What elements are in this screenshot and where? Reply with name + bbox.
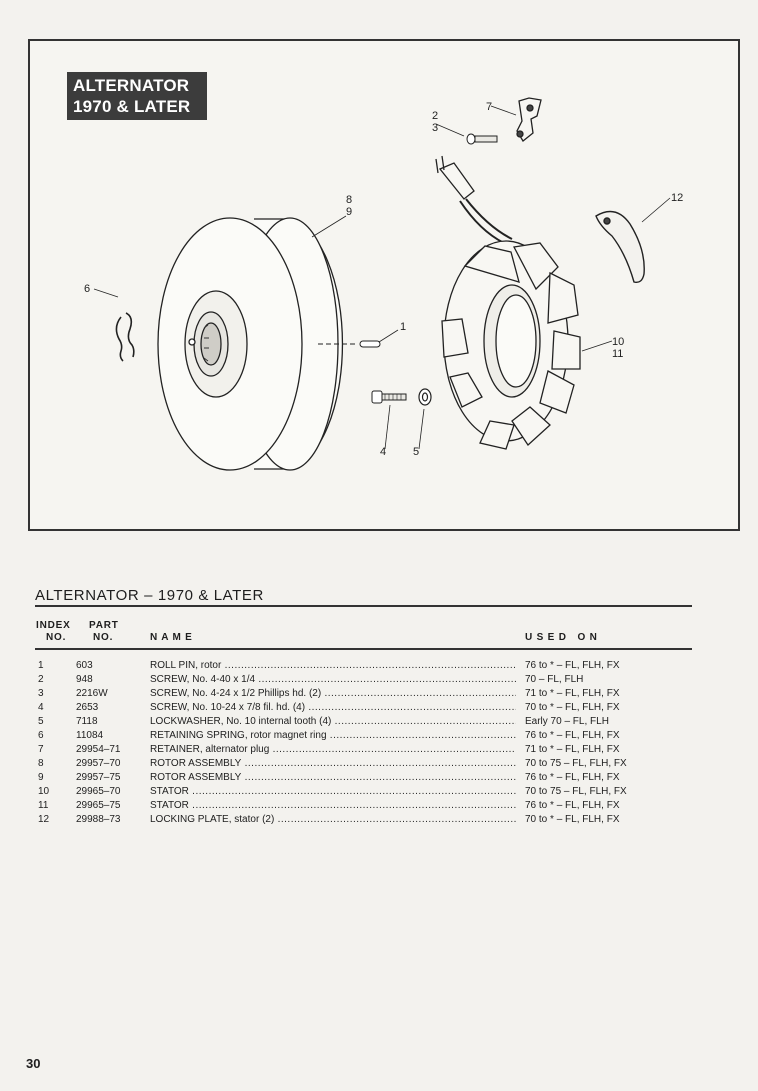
table-row: 2 948 SCREW, No. 4-40 x 1/4 70 – FL, FLH <box>0 673 758 687</box>
callout-6: 6 <box>84 283 90 295</box>
row-part-no: 29957–70 <box>76 758 121 769</box>
row-part-no: 11084 <box>76 730 104 741</box>
callout-8: 8 <box>346 194 352 206</box>
row-part-no: 29988–73 <box>76 814 121 825</box>
row-name: STATOR <box>150 785 516 799</box>
screw-4-24-drawing <box>466 133 498 145</box>
row-index: 7 <box>38 744 44 755</box>
callout-3: 3 <box>432 122 438 134</box>
callout-1: 1 <box>400 321 406 333</box>
table-row: 1 603 ROLL PIN, rotor 76 to * – FL, FLH,… <box>0 659 758 673</box>
table-row: 7 29954–71 RETAINER, alternator plug 71 … <box>0 743 758 757</box>
row-part-no: 2216W <box>76 688 108 699</box>
table-row: 10 29965–70 STATOR 70 to 75 – FL, FLH, F… <box>0 785 758 799</box>
table-row: 5 7118 LOCKWASHER, No. 10 internal tooth… <box>0 715 758 729</box>
callout-9: 9 <box>346 206 352 218</box>
row-index: 1 <box>38 660 44 671</box>
row-part-no: 7118 <box>76 716 98 727</box>
table-row: 6 11084 RETAINING SPRING, rotor magnet r… <box>0 729 758 743</box>
callout-2: 2 <box>432 110 438 122</box>
diagram-title-badge: ALTERNATOR 1970 & LATER <box>67 72 207 120</box>
leader-lines <box>93 105 671 450</box>
table-row: 3 2216W SCREW, No. 4-24 x 1/2 Phillips h… <box>0 687 758 701</box>
row-used-on: 70 to * – FL, FLH, FX <box>525 814 620 825</box>
row-used-on: 70 – FL, FLH <box>525 674 584 685</box>
page-number: 30 <box>26 1056 41 1071</box>
row-index: 9 <box>38 772 44 783</box>
retaining-spring-drawing <box>115 312 135 362</box>
table-row: 9 29957–75 ROTOR ASSEMBLY 76 to * – FL, … <box>0 771 758 785</box>
callout-5: 5 <box>413 446 419 458</box>
callout-11: 11 <box>612 348 623 360</box>
section-title: ALTERNATOR – 1970 & LATER <box>35 587 264 604</box>
row-used-on: 70 to 75 – FL, FLH, FX <box>525 786 627 797</box>
badge-line-1: ALTERNATOR <box>73 76 190 95</box>
screw-10-24-drawing <box>371 390 407 404</box>
row-part-no: 29965–70 <box>76 786 121 797</box>
header-name: N A M E <box>150 632 193 643</box>
row-used-on: 70 to * – FL, FLH, FX <box>525 702 620 713</box>
row-index: 2 <box>38 674 44 685</box>
row-used-on: 71 to * – FL, FLH, FX <box>525 688 620 699</box>
row-index: 8 <box>38 758 44 769</box>
table-row: 11 29965–75 STATOR 76 to * – FL, FLH, FX <box>0 799 758 813</box>
row-used-on: Early 70 – FL, FLH <box>525 716 609 727</box>
row-part-no: 2653 <box>76 702 99 713</box>
row-name: SCREW, No. 4-40 x 1/4 <box>150 673 516 687</box>
row-used-on: 70 to 75 – FL, FLH, FX <box>525 758 627 769</box>
row-part-no: 603 <box>76 660 93 671</box>
stator-drawing <box>435 155 581 450</box>
header-index: INDEX <box>36 620 71 631</box>
row-name: RETAINING SPRING, rotor magnet ring <box>150 729 516 743</box>
row-used-on: 76 to * – FL, FLH, FX <box>525 772 620 783</box>
callout-12: 12 <box>671 192 683 204</box>
row-index: 12 <box>38 814 50 825</box>
callout-7: 7 <box>486 101 492 113</box>
row-part-no: 29965–75 <box>76 800 121 811</box>
row-name: LOCKING PLATE, stator (2) <box>150 813 516 827</box>
header-rule <box>35 648 692 650</box>
roll-pin-drawing <box>318 340 381 348</box>
row-used-on: 71 to * – FL, FLH, FX <box>525 744 620 755</box>
callout-10: 10 <box>612 336 624 348</box>
row-index: 3 <box>38 688 44 699</box>
rotor-assembly-drawing <box>157 217 344 471</box>
row-name: LOCKWASHER, No. 10 internal tooth (4) <box>150 715 516 729</box>
row-index: 6 <box>38 730 44 741</box>
row-part-no: 29954–71 <box>76 744 121 755</box>
row-index: 4 <box>38 702 44 713</box>
table-row: 8 29957–70 ROTOR ASSEMBLY 70 to 75 – FL,… <box>0 757 758 771</box>
row-used-on: 76 to * – FL, FLH, FX <box>525 660 620 671</box>
row-name: SCREW, No. 4-24 x 1/2 Phillips hd. (2) <box>150 687 516 701</box>
callout-4: 4 <box>380 446 386 458</box>
exploded-diagram: ALTERNATOR 1970 & LATER <box>28 39 740 531</box>
row-used-on: 76 to * – FL, FLH, FX <box>525 800 620 811</box>
table-row: 4 2653 SCREW, No. 10-24 x 7/8 fil. hd. (… <box>0 701 758 715</box>
table-row: 12 29988–73 LOCKING PLATE, stator (2) 70… <box>0 813 758 827</box>
header-part: PART <box>89 620 119 631</box>
row-name: ROTOR ASSEMBLY <box>150 771 516 785</box>
row-name: STATOR <box>150 799 516 813</box>
row-name: SCREW, No. 10-24 x 7/8 fil. hd. (4) <box>150 701 516 715</box>
row-used-on: 76 to * – FL, FLH, FX <box>525 730 620 741</box>
row-name: RETAINER, alternator plug <box>150 743 516 757</box>
header-part-no: NO. <box>93 632 114 643</box>
locking-plate-drawing <box>595 210 645 284</box>
row-name: ROTOR ASSEMBLY <box>150 757 516 771</box>
diagram-drawing: 1 2 3 4 5 6 7 8 9 10 11 12 <box>84 97 683 471</box>
lockwasher-drawing <box>418 388 432 406</box>
row-index: 11 <box>38 800 49 811</box>
row-index: 10 <box>38 786 50 797</box>
row-part-no: 29957–75 <box>76 772 121 783</box>
header-index-no: NO. <box>46 632 67 643</box>
row-name: ROLL PIN, rotor <box>150 659 516 673</box>
section-rule <box>35 605 692 607</box>
header-used-on: U S E D O N <box>525 632 598 643</box>
row-index: 5 <box>38 716 44 727</box>
row-part-no: 948 <box>76 674 93 685</box>
retainer-plug-drawing <box>516 97 542 142</box>
badge-line-2: 1970 & LATER <box>73 97 191 116</box>
